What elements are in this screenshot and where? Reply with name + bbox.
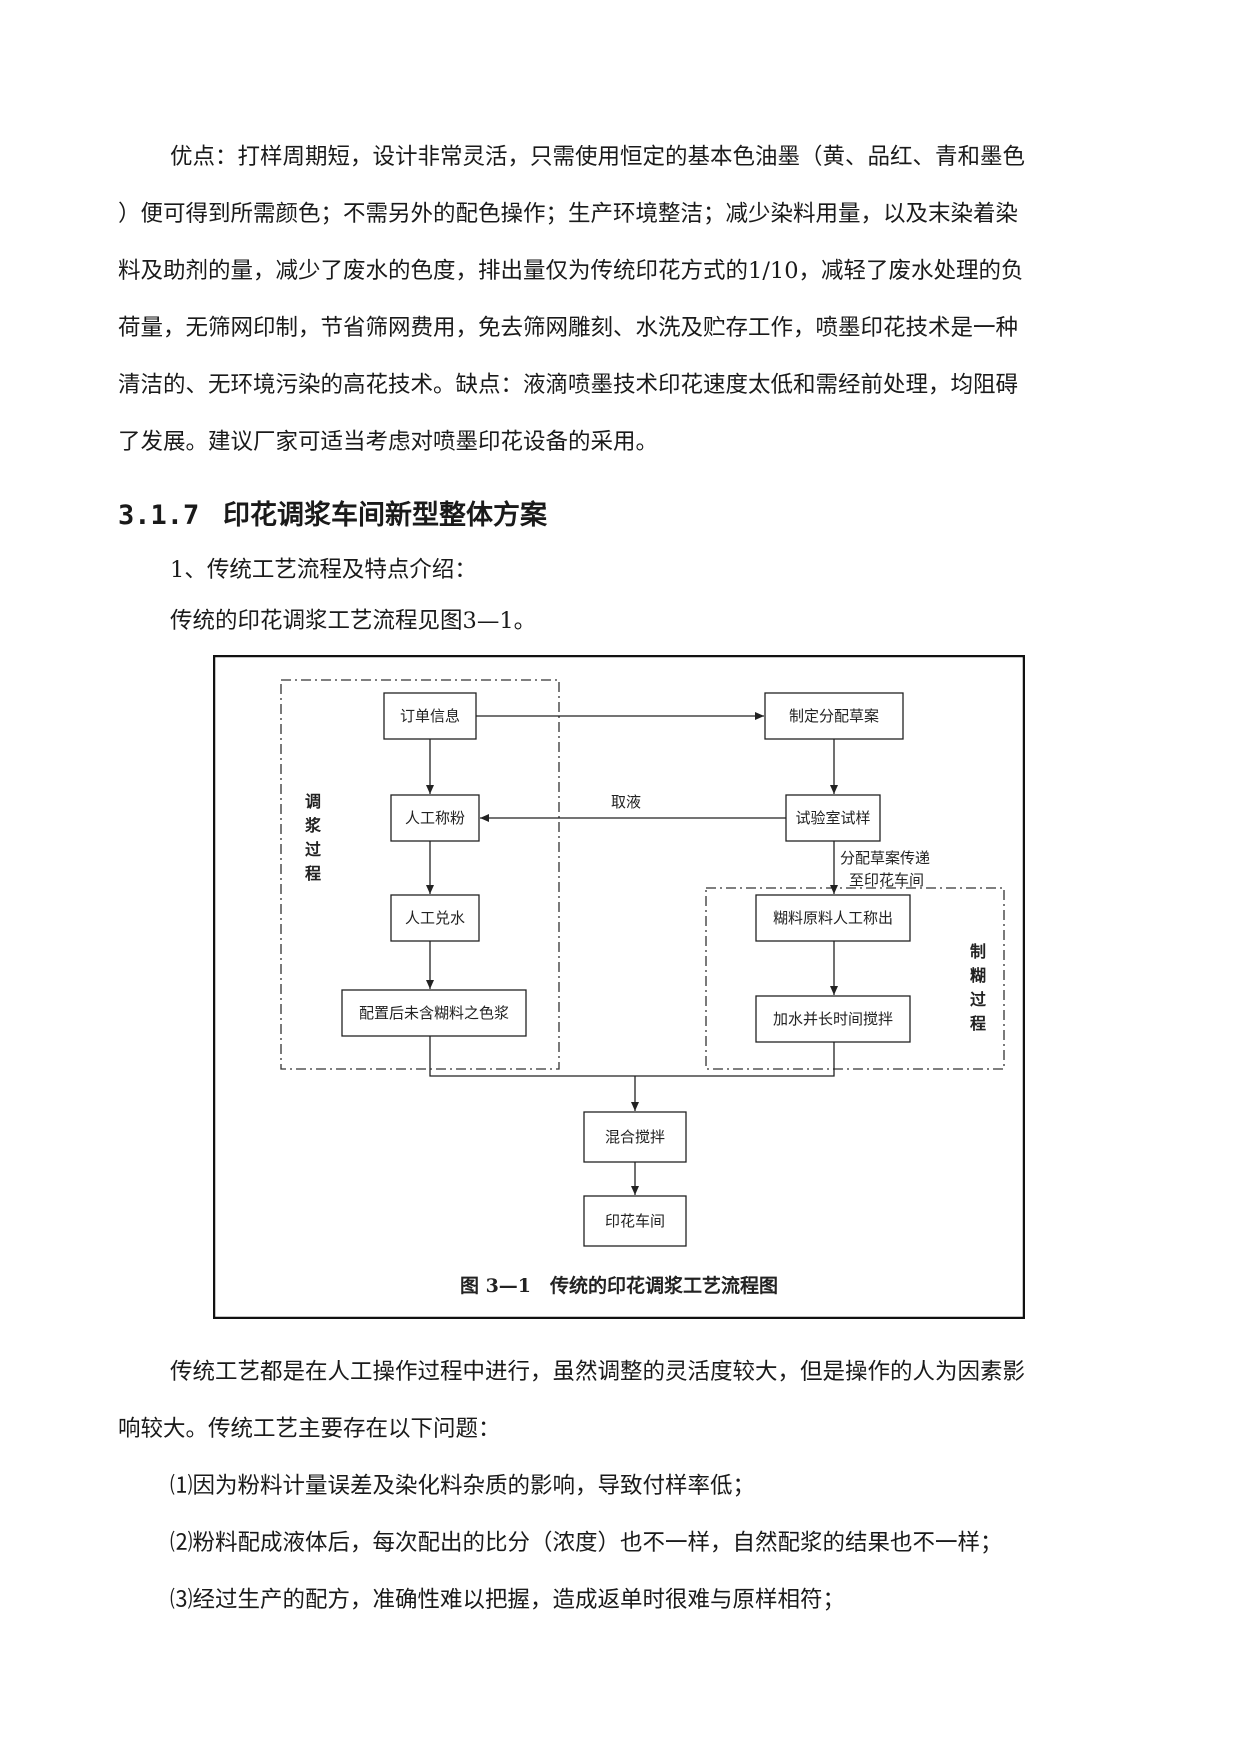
node-mix [583, 1111, 687, 1163]
group-label-char: 程 [305, 864, 321, 883]
paragraph-line: 了发展。建议厂家可适当考虑对喷墨印花设备的采用。 [118, 429, 659, 455]
node-label: 配置后未含糊料之色浆 [359, 1004, 509, 1022]
node-lab-sample [785, 794, 881, 842]
group-label-char: 过 [305, 840, 321, 859]
section-heading: 3.1.7 印花调浆车间新型整体方案 [118, 493, 547, 532]
node-color-paste [341, 989, 527, 1037]
node-print-workshop [583, 1195, 687, 1247]
edge-label-transfer: 分配草案传递 [840, 849, 930, 867]
node-label: 混合搅拌 [605, 1128, 665, 1146]
group-label-char: 制 [970, 942, 986, 961]
list-item: ⑶经过生产的配方，准确性难以把握，造成返单时很难与原样相符； [170, 1587, 846, 1613]
group-label-char: 浆 [304, 816, 322, 835]
edge-label-transfer: 至印花车间 [849, 871, 924, 889]
figure-caption: 图 3—1 传统的印花调浆工艺流程图 [460, 1274, 778, 1297]
edge-merge-line [429, 1036, 835, 1077]
node-label: 制定分配草案 [789, 707, 879, 725]
section-number: 3.1.7 [118, 500, 200, 531]
paragraph-line: 料及助剂的量，减少了废水的色度，排出量仅为传统印花方式的1/10，减轻了废水处理… [118, 258, 1024, 284]
paragraph-line: 优点：打样周期短，设计非常灵活，只需使用恒定的基本色油墨（黄、品红、青和墨色 [170, 144, 1026, 170]
group-label-char: 过 [970, 990, 986, 1009]
node-manual-water [390, 894, 480, 942]
group-label-char: 程 [970, 1014, 986, 1033]
paste-group-label: 制 糊 过 程 [970, 942, 986, 1033]
mixing-group-label: 调 浆 过 程 [304, 792, 322, 883]
group-label-char: 调 [305, 792, 321, 811]
node-paste-weigh [755, 894, 911, 942]
list-item: ⑵粉料配成液体后，每次配出的比分（浓度）也不一样，自然配浆的结果也不一样； [170, 1530, 1003, 1556]
mixing-process-group [280, 679, 560, 1070]
node-label: 订单信息 [400, 707, 460, 725]
paragraph-line: 荷量，无筛网印制，节省筛网费用，免去筛网雕刻、水洗及贮存工作，喷墨印花技术是一种 [118, 315, 1019, 341]
node-label: 加水并长时间搅拌 [773, 1010, 893, 1028]
node-manual-weigh [390, 794, 480, 842]
subheading: 1、传统工艺流程及特点介绍： [170, 557, 477, 583]
paragraph-line: 响较大。传统工艺主要存在以下问题： [118, 1416, 501, 1442]
section-title: 印花调浆车间新型整体方案 [223, 500, 547, 531]
node-label: 印花车间 [605, 1212, 665, 1230]
group-label-char: 糊 [970, 966, 986, 985]
paragraph-line: 传统工艺都是在人工操作过程中进行，虽然调整的灵活度较大，但是操作的人为因素影 [170, 1359, 1026, 1385]
figure-frame [212, 654, 1026, 1320]
paragraph-line: ）便可得到所需颜色；不需另外的配色操作；生产环境整洁；减少染料用量，以及末染着染 [118, 201, 1019, 227]
node-label: 人工称粉 [405, 809, 465, 827]
paragraph-line: 清洁的、无环境污染的高花技术。缺点：液滴喷墨技术印花速度太低和需经前处理，均阻碍 [118, 372, 1019, 398]
node-label: 糊料原料人工称出 [773, 909, 893, 927]
node-draft-plan [764, 692, 904, 740]
list-item: ⑴因为粉料计量误差及染化料杂质的影响，导致付样率低； [170, 1473, 756, 1499]
figure-intro: 传统的印花调浆工艺流程见图3—1。 [170, 608, 537, 634]
node-label: 人工兑水 [405, 909, 465, 927]
flowchart-diagram: 调 浆 过 程 制 糊 过 程 订单信息 制定分配草案 人工称粉 [212, 654, 1026, 1320]
edge-label-take-liquid: 取液 [611, 793, 641, 811]
node-water-stir [755, 995, 911, 1043]
node-label: 试验室试样 [795, 809, 870, 827]
flowchart-figure: 调 浆 过 程 制 糊 过 程 订单信息 制定分配草案 人工称粉 [212, 654, 1026, 1320]
paste-process-group [705, 887, 1005, 1070]
